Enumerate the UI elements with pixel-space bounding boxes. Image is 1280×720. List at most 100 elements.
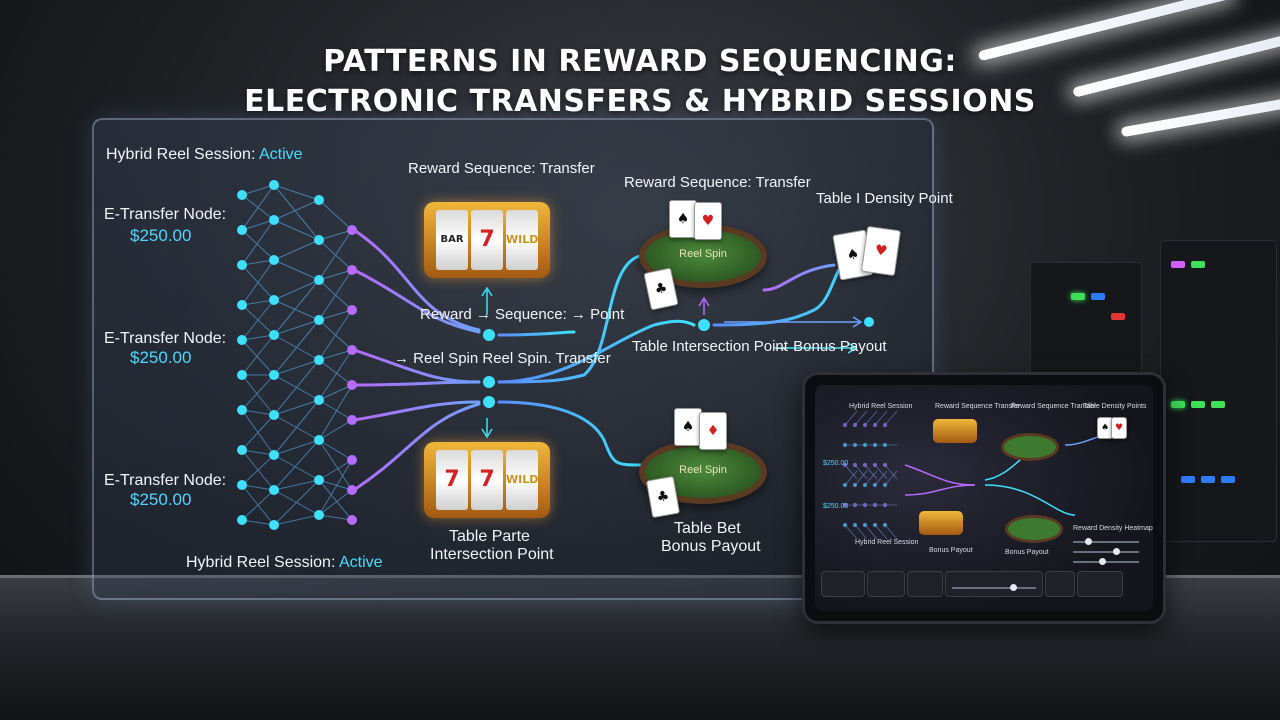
table-label: Reel Spin — [679, 464, 727, 476]
session-status: Active — [258, 146, 303, 163]
density-slider[interactable] — [1073, 541, 1139, 543]
table-label: Reel Spin — [679, 248, 727, 260]
mesh-node — [862, 462, 868, 468]
mesh-node — [842, 422, 848, 428]
slider-knob[interactable] — [1113, 548, 1120, 555]
playing-card-icon: ♥ — [860, 225, 902, 277]
control-widget[interactable] — [907, 571, 943, 597]
slot-reel: 7 — [471, 450, 503, 510]
slot-reel: BAR — [436, 210, 468, 270]
reward-density-label: Reward Density Heatmap — [1073, 525, 1153, 532]
mesh-node — [842, 482, 848, 488]
arrow — [774, 342, 858, 354]
status-led — [1071, 293, 1085, 300]
session-status-top: Hybrid Reel Session: Active — [106, 146, 303, 164]
flow-stream — [497, 319, 696, 384]
session-status: Active — [338, 554, 383, 571]
title-line-1: PATTERNS IN REWARD SEQUENCING: — [323, 44, 957, 79]
mesh-node — [347, 380, 357, 390]
mesh-node — [269, 520, 279, 530]
table-parte-label: Table Parte — [449, 528, 530, 545]
mesh-node — [347, 265, 357, 275]
flow-label: → Reel Spin Reel Spin. Transfer — [394, 350, 611, 367]
junction-node — [483, 376, 495, 388]
junction-node — [483, 329, 495, 341]
mesh-node — [862, 442, 868, 448]
arrow — [481, 418, 493, 439]
density-slider[interactable] — [1073, 561, 1139, 563]
reward-sequence-label: Reward Sequence: Transfer — [408, 160, 595, 177]
mesh-node — [852, 502, 858, 508]
mesh-node — [842, 522, 848, 528]
tablet-footer-label: Bonus Payout — [929, 547, 973, 554]
flow-stream — [352, 402, 481, 492]
status-led — [1201, 476, 1215, 483]
mesh-node — [852, 482, 858, 488]
mesh-node — [852, 462, 858, 468]
playing-card-icon: ♠ — [674, 408, 702, 446]
mesh-node — [269, 410, 279, 420]
mesh-node — [347, 225, 357, 235]
mesh-node — [347, 455, 357, 465]
mesh-node — [314, 395, 324, 405]
mesh-node — [237, 190, 247, 200]
arrow — [481, 286, 493, 315]
mesh-node — [882, 462, 888, 468]
junction-node — [483, 396, 495, 408]
bonus-payout-label: → Bonus Payout — [774, 338, 887, 355]
desk-edge — [0, 575, 1280, 578]
density-slider[interactable] — [1073, 551, 1139, 553]
playing-card-icon: ♦ — [699, 412, 727, 450]
slider-knob[interactable] — [1085, 538, 1092, 545]
flow-stream — [497, 253, 646, 384]
mesh-node — [882, 522, 888, 528]
tablet-screen[interactable]: Hybrid Reel Session Reward Sequence Tran… — [815, 385, 1153, 611]
mesh-node — [872, 462, 878, 468]
holographic-panel: Hybrid Reel Session: Active E-Transfer N… — [92, 118, 953, 600]
node-label: E-Transfer Node: — [104, 472, 227, 489]
mesh-node — [314, 235, 324, 245]
page-title: PATTERNS IN REWARD SEQUENCING: ELECTRONI… — [0, 42, 1280, 122]
reward-sequence-label: Reward Sequence: Transfer — [624, 174, 811, 191]
mesh-node — [269, 180, 279, 190]
flow-stream — [497, 400, 646, 467]
mesh-node — [882, 502, 888, 508]
status-led — [1171, 261, 1185, 268]
mesh-node — [269, 330, 279, 340]
mesh-node — [347, 305, 357, 315]
status-led — [1211, 401, 1225, 408]
mesh-node — [347, 415, 357, 425]
mesh-node — [872, 502, 878, 508]
control-widget[interactable] — [945, 571, 1043, 597]
status-led — [1171, 401, 1185, 408]
tablet-footer-label: Hybrid Reel Session — [855, 539, 919, 546]
timeline-slider[interactable] — [952, 587, 1036, 589]
node-label: E-Transfer Node: — [104, 206, 227, 223]
control-widget[interactable] — [1045, 571, 1075, 597]
slot-machine-icon: 7 7 WILD — [424, 442, 550, 518]
mesh-node — [872, 522, 878, 528]
slot-reel: 7 — [471, 210, 503, 270]
status-led — [1111, 313, 1125, 320]
title-line-2: ELECTRONIC TRANSFERS & HYBRID SESSIONS — [244, 84, 1036, 119]
network-diagram — [237, 180, 874, 530]
mesh-node — [269, 255, 279, 265]
tablet-device: Hybrid Reel Session Reward Sequence Tran… — [802, 372, 1166, 624]
tablet-amount: $250.00 — [823, 460, 849, 467]
slider-knob[interactable] — [1010, 584, 1017, 591]
tablet-heading: Reward Sequence Transfer — [1011, 403, 1097, 410]
flow-stream — [352, 400, 481, 422]
control-widget[interactable] — [867, 571, 905, 597]
mesh-node — [862, 482, 868, 488]
mini-table-icon — [1001, 433, 1059, 461]
arrow — [724, 316, 863, 328]
playing-card-icon: ♠ — [669, 200, 697, 238]
mesh-node — [347, 345, 357, 355]
control-widget[interactable] — [1077, 571, 1123, 597]
mesh-node — [237, 260, 247, 270]
control-widget[interactable] — [821, 571, 865, 597]
mesh-node — [862, 422, 868, 428]
mesh-node — [314, 355, 324, 365]
slider-knob[interactable] — [1099, 558, 1106, 565]
mesh-node — [237, 480, 247, 490]
